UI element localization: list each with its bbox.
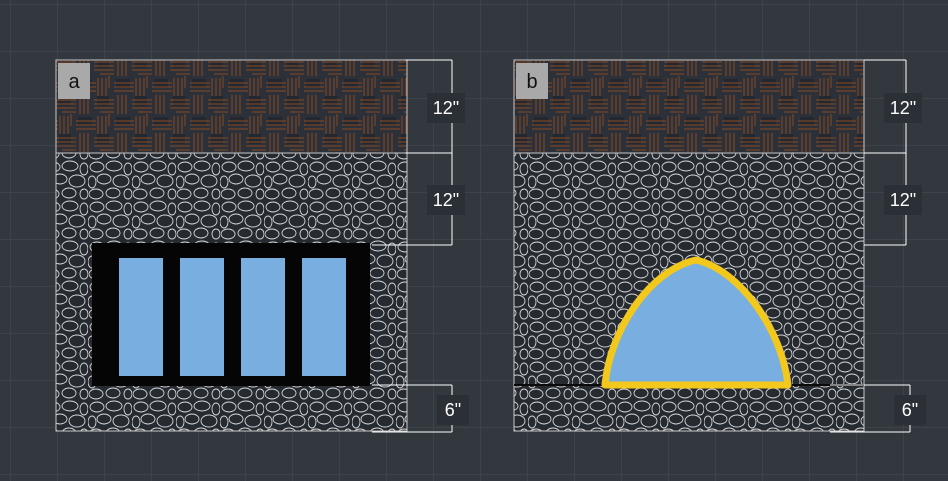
dim-label-bg — [884, 93, 922, 123]
panel-b-dim-bottom-label: 6" — [902, 400, 918, 420]
glass-pane — [302, 258, 346, 376]
panel-b-tag-box — [516, 63, 548, 99]
panel-a-tag-box — [58, 63, 90, 99]
panel-b-wood-layer — [513, 59, 865, 154]
panel-b-dim-top-label: 12" — [890, 98, 916, 118]
glass-pane — [180, 258, 224, 376]
panel-b: 12" 12" 6" b — [513, 59, 926, 433]
dim-label-bg — [894, 395, 926, 425]
panel-a-dim-top-label: 12" — [433, 98, 459, 118]
panel-a: 12" 12" 6" a — [55, 59, 469, 433]
dim-label-bg — [427, 185, 465, 215]
dim-label-bg — [437, 395, 469, 425]
panel-b-dim-middle-label: 12" — [890, 190, 916, 210]
glass-pane — [119, 258, 163, 376]
glass-pane — [241, 258, 285, 376]
dim-label-bg — [884, 185, 922, 215]
panel-b-tag: b — [526, 71, 537, 93]
panel-a-wood-layer — [55, 59, 408, 154]
panel-b-arch-window — [601, 256, 792, 389]
panel-a-tag: a — [68, 71, 80, 93]
panel-a-dim-bottom-label: 6" — [445, 400, 461, 420]
panel-a-window-grille — [92, 243, 370, 386]
panel-a-dim-middle-label: 12" — [433, 190, 459, 210]
dim-label-bg — [427, 93, 465, 123]
panel-a-dimensions — [372, 59, 453, 433]
